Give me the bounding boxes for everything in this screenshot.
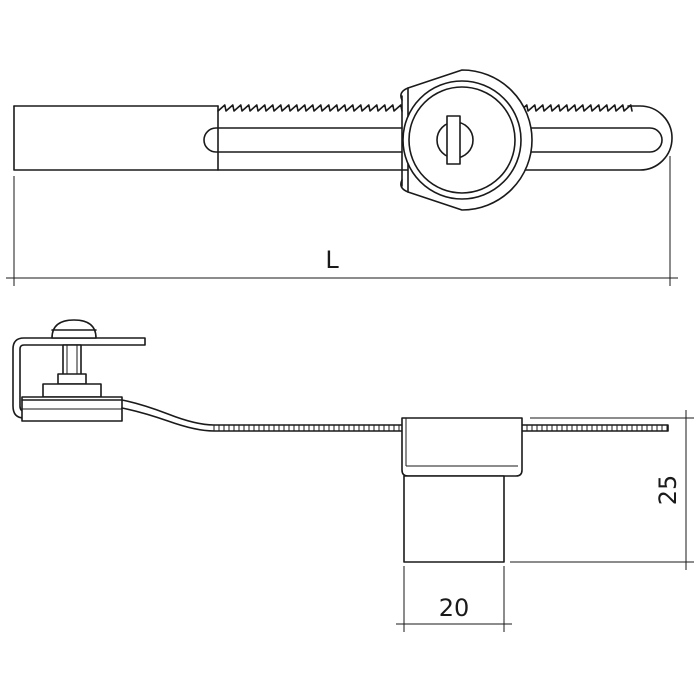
dim-label-l: L — [325, 246, 339, 274]
flat-bar-bend-lower — [121, 407, 403, 432]
screw-head — [51, 319, 97, 339]
lock-cylinder — [403, 475, 505, 563]
flat-bar-teeth — [213, 425, 400, 431]
cylinder-inner-ring — [408, 86, 516, 194]
flat-bar-bend — [21, 399, 403, 426]
lock-housing — [401, 417, 523, 477]
bar-slot-right — [517, 127, 663, 153]
flat-bar-right — [517, 424, 669, 432]
dim-label-25: 25 — [654, 475, 682, 506]
side-view: 25 20 — [12, 319, 694, 632]
flat-bar-teeth-right — [521, 425, 668, 431]
bar-slot — [203, 127, 403, 153]
rack-bar-outline — [13, 105, 673, 171]
nut — [57, 373, 87, 385]
dim-label-20: 20 — [439, 594, 470, 622]
rack-teeth-left — [217, 104, 403, 112]
key-slot — [446, 115, 461, 165]
top-view: L — [6, 69, 678, 286]
lock-body-bracket — [400, 87, 409, 193]
screw-shank — [62, 344, 82, 376]
cylinder-outer-ring — [402, 80, 522, 200]
washer — [42, 383, 102, 398]
rack-teeth-right — [519, 104, 633, 112]
